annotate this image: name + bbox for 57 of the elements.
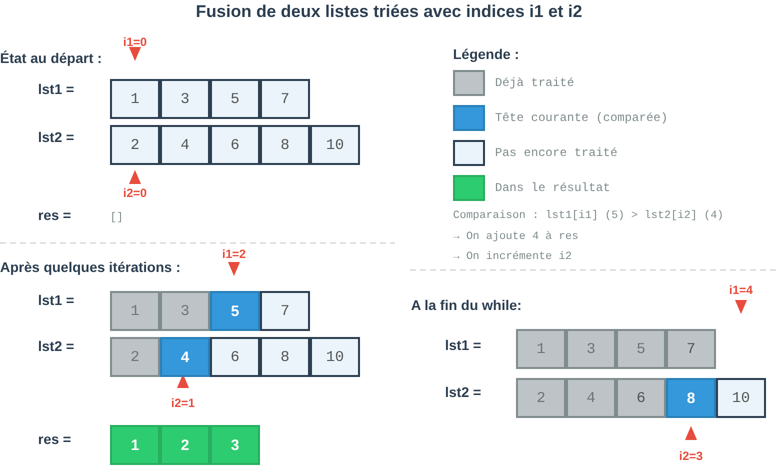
list-cell: 5 <box>210 291 260 331</box>
index-label: i2=0 <box>123 186 147 200</box>
legend-label: Déjà traité <box>495 76 574 90</box>
list-cell: 6 <box>616 378 666 418</box>
list-name: lst2 = <box>38 129 74 145</box>
list-cell: 7 <box>666 329 716 369</box>
list-name: lst1 = <box>445 337 482 353</box>
legend-label: Pas encore traité <box>495 146 618 160</box>
list-cell: 2 <box>160 425 210 465</box>
list-cell: 3 <box>566 329 616 369</box>
comparison-note: Comparaison : lst1[i1] (5) > lst2[i2] (4) <box>453 210 724 222</box>
index-label: i2=1 <box>171 396 195 410</box>
legend-label: Tête courante (comparée) <box>495 111 668 125</box>
list-name: lst2 = <box>445 384 482 400</box>
step-note: → On incrémente i2 <box>453 251 572 263</box>
list-cell: 6 <box>210 337 260 377</box>
list-name: res = <box>38 431 72 447</box>
list-cell: 4 <box>160 337 210 377</box>
list-cell: 8 <box>666 378 716 418</box>
list-cell: 1 <box>110 291 160 331</box>
empty-list: [] <box>110 212 124 224</box>
list-cell: 8 <box>260 125 310 165</box>
list-cell: 3 <box>210 425 260 465</box>
list-cell: 3 <box>160 79 210 119</box>
list-cell: 5 <box>616 329 666 369</box>
list-cell: 5 <box>210 79 260 119</box>
list-cell: 7 <box>260 79 310 119</box>
index-label: i2=3 <box>679 449 703 463</box>
index-label: i1=0 <box>123 35 147 49</box>
list-cell: 8 <box>260 337 310 377</box>
list-cell: 6 <box>210 125 260 165</box>
diagram-title: Fusion de deux listes triées avec indices i1 et i2 <box>196 2 582 21</box>
section-heading: A la fin du while: <box>411 297 522 313</box>
list-cell: 2 <box>110 125 160 165</box>
section-heading: État au départ : <box>0 50 102 66</box>
list-cell: 1 <box>110 425 160 465</box>
section-heading: Après quelques itérations : <box>0 259 180 275</box>
list-name: lst1 = <box>38 292 74 308</box>
list-cell: 1 <box>516 329 566 369</box>
list-name: res = <box>38 207 72 223</box>
list-cell: 10 <box>310 337 360 377</box>
list-cell: 4 <box>566 378 616 418</box>
list-cell: 1 <box>110 79 160 119</box>
list-cell: 2 <box>110 337 160 377</box>
list-cell: 10 <box>716 378 766 418</box>
list-cell: 3 <box>160 291 210 331</box>
legend-heading: Légende : <box>453 46 520 62</box>
list-name: lst1 = <box>38 81 74 97</box>
index-label: i1=2 <box>222 247 246 261</box>
list-cell: 4 <box>160 125 210 165</box>
list-cell: 10 <box>310 125 360 165</box>
list-cell: 2 <box>516 378 566 418</box>
index-label: i1=4 <box>729 283 753 297</box>
list-name: lst2 = <box>38 338 74 354</box>
legend-label: Dans le résultat <box>495 181 610 195</box>
list-cell: 7 <box>260 291 310 331</box>
step-note: → On ajoute 4 à res <box>453 231 578 243</box>
